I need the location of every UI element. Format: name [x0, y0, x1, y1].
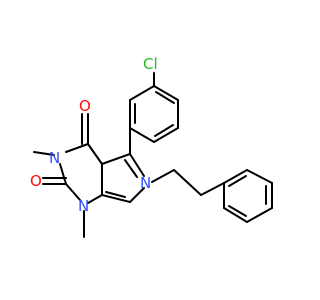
bond-n3-c2 — [59, 163, 67, 185]
bond-ring-right-inner-1 — [228, 175, 247, 187]
chlorine-atom-label: Cl — [143, 55, 158, 73]
bond-ring-top-c3-c4 — [153, 127, 179, 143]
nitrogen-atom-label-3: N — [49, 149, 60, 167]
molecule-diagram: Cl O N O N N — [30, 55, 273, 238]
bond-ring-right-c5-c6 — [223, 207, 248, 223]
bond-ring-top-c6-c1 — [129, 85, 155, 101]
molecule-structure-canvas: Cl O N O N N — [30, 55, 273, 238]
bond-ring-top-c1-c2 — [153, 85, 179, 101]
bond-ch2-phenyl — [200, 182, 225, 196]
nitrogen-atom-label-6: N — [140, 174, 151, 192]
bond-c7-c7a-inner — [105, 191, 126, 198]
bond-ring-right-c4-c5 — [246, 207, 273, 223]
bond-ring-top-inner-1 — [155, 91, 175, 104]
bond-n3-methyl — [33, 151, 55, 156]
bond-c5-n6-inner — [124, 159, 138, 178]
bond-ring-right-inner-3 — [228, 205, 247, 217]
bond-ring-right-c2-c3 — [246, 169, 273, 184]
bond-c5-c4a — [101, 153, 131, 165]
bond-n6-ch2 — [151, 169, 175, 183]
bond-c5-n6 — [129, 153, 145, 177]
bond-ring-top-inner-2 — [154, 124, 174, 137]
oxygen-atom-label-top: O — [79, 97, 91, 115]
oxygen-atom-label-left: O — [30, 172, 42, 190]
bond-n1-c7a — [87, 194, 103, 204]
bond-ring-top-c4-c5 — [129, 127, 155, 143]
bond-c4a-c4 — [87, 143, 103, 165]
bond-c2-n1 — [65, 183, 81, 201]
bond-ch2-ch2 — [173, 169, 202, 196]
nitrogen-atom-label-1: N — [78, 197, 89, 215]
bond-n6-c7 — [129, 187, 145, 203]
bond-c7-c7a — [101, 194, 131, 203]
bond-c4-n3 — [65, 143, 89, 153]
bond-ring-right-c1-c2 — [223, 169, 248, 184]
